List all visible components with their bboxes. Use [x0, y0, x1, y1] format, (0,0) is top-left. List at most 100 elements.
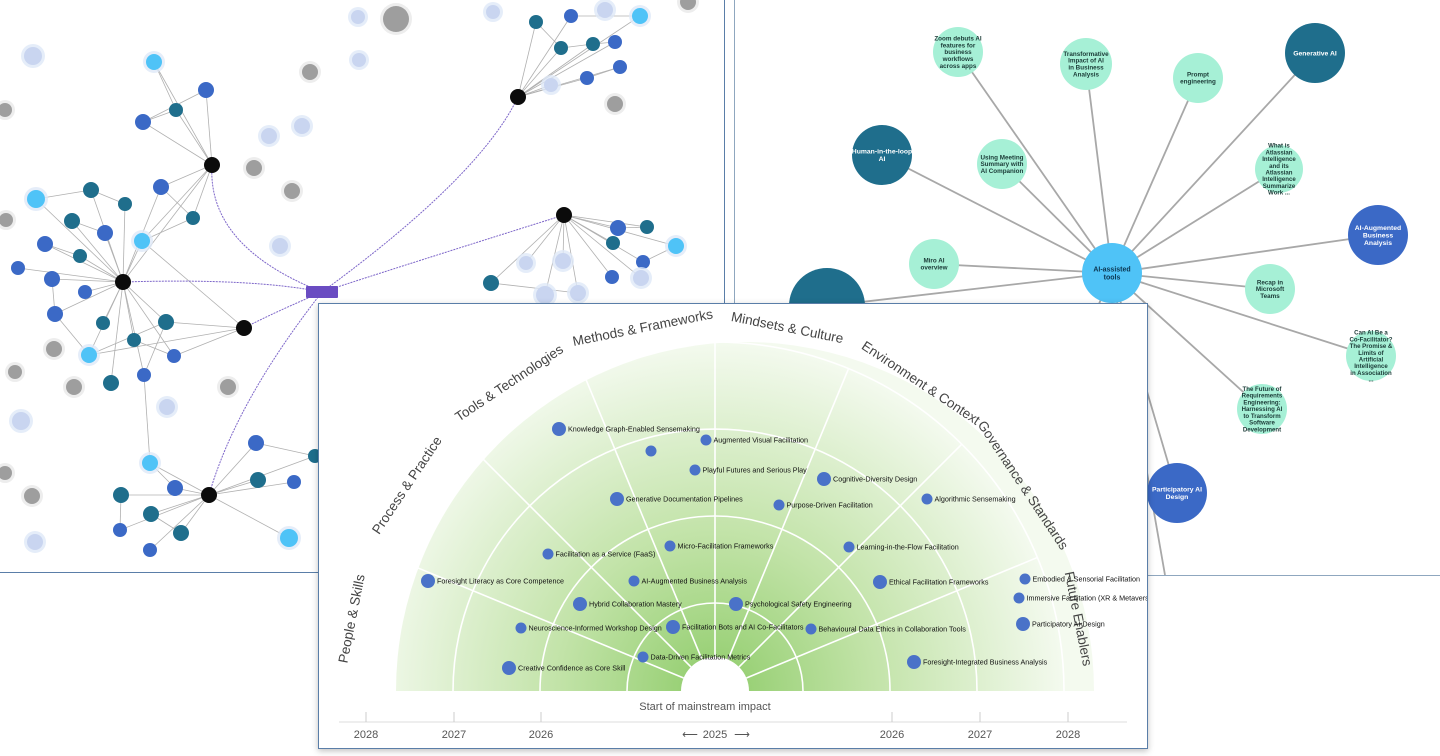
graph-node	[169, 103, 183, 117]
hub-edge	[1111, 272, 1372, 357]
radar-item[interactable]: Hybrid Collaboration Mastery	[573, 597, 682, 611]
graph-node	[544, 78, 558, 92]
hub-node-label-genai: Generative AI	[1293, 50, 1337, 57]
radar-year-label: 2027	[968, 729, 992, 741]
graph-node	[204, 157, 220, 173]
graph-edge	[563, 214, 642, 279]
radar-item-label: Foresight-Integrated Business Analysis	[923, 658, 1048, 667]
graph-edge	[51, 278, 124, 283]
graph-node	[137, 368, 151, 382]
radar-item[interactable]: Cognitive-Diversity Design	[817, 472, 917, 486]
radar-arrow-left: ⟵	[682, 729, 698, 741]
radar-item[interactable]: Facilitation Bots and AI Co-Facilitators	[666, 620, 804, 634]
radar-item[interactable]: Augmented Visual Facilitation	[700, 434, 809, 446]
graph-node	[383, 6, 409, 32]
graph-node	[0, 466, 12, 480]
graph-edge	[122, 281, 175, 357]
radar-item[interactable]: Data-Driven Facilitation Metrics	[637, 651, 751, 663]
graph-node	[97, 225, 113, 241]
graph-edge	[149, 494, 210, 551]
graph-node	[142, 455, 158, 471]
graph-node	[261, 128, 277, 144]
graph-node	[201, 487, 217, 503]
graph-node	[246, 160, 262, 176]
radar-item[interactable]: Foresight Literacy as Core Competence	[421, 574, 564, 588]
radar-item-dot	[515, 622, 527, 634]
hub-edge	[957, 51, 1113, 274]
network-graph-canvas[interactable]	[0, 0, 724, 572]
radar-item[interactable]: Immersive Facilitation (XR & Metaverse)	[1013, 592, 1148, 604]
radar-item[interactable]: Algorithmic Sensemaking	[921, 493, 1016, 505]
radar-item-dot	[1016, 617, 1030, 631]
hub-node-circle	[1348, 205, 1408, 265]
radar-year-label: 2026	[529, 729, 553, 741]
graph-edge-curve	[122, 280, 323, 293]
radar-item-label: Foresight Literacy as Core Competence	[437, 577, 564, 586]
graph-node	[668, 238, 684, 254]
graph-node	[294, 118, 310, 134]
radar-item[interactable]: Micro-Facilitation Frameworks	[664, 540, 774, 552]
radar-item[interactable]: Generative Documentation Pipelines	[610, 492, 743, 506]
radar-item[interactable]: Participatory AI Design	[1016, 617, 1105, 631]
radar-item[interactable]: Purpose-Driven Facilitation	[773, 499, 873, 511]
radar-item[interactable]: Facilitation as a Service (FaaS)	[542, 548, 656, 560]
radar-item[interactable]: Foresight-Integrated Business Analysis	[907, 655, 1048, 669]
graph-edge	[165, 321, 245, 329]
radar-item[interactable]: Ethical Facilitation Frameworks	[873, 575, 989, 589]
graph-edge	[563, 214, 648, 228]
radar-item-dot	[421, 574, 435, 588]
radar-sector-divider	[746, 556, 1038, 679]
graph-node	[113, 523, 127, 537]
graph-node	[64, 213, 80, 229]
hub-node-genai[interactable]: Generative AI	[1285, 23, 1345, 83]
radar-item[interactable]: Behavioural Data Ethics in Collaboration…	[805, 623, 967, 635]
radar-item[interactable]: Embodied & Sensorial Facilitation	[1019, 573, 1140, 585]
graph-node	[12, 412, 30, 430]
graph-edge	[122, 281, 167, 323]
radar-item[interactable]: Knowledge Graph-Enabled Sensemaking	[552, 422, 700, 436]
graph-node	[127, 333, 141, 347]
radar-year-label: 2027	[442, 729, 466, 741]
graph-edge	[173, 327, 245, 357]
radar-item[interactable]: Creative Confidence as Core Skill	[502, 661, 626, 675]
radar-item[interactable]: Psychological Safety Engineering	[729, 597, 852, 611]
radar-item[interactable]: Learning-in-the-Flow Facilitation	[843, 541, 959, 553]
radar-item-label: AI-Augmented Business Analysis	[642, 577, 748, 586]
radar-item[interactable]: Neuroscience-Informed Workshop Design	[515, 622, 662, 634]
graph-node	[302, 64, 318, 80]
radar-item[interactable]	[645, 445, 657, 457]
graph-edge	[255, 442, 316, 457]
graph-node	[605, 270, 619, 284]
graph-node	[486, 5, 500, 19]
radar-item-label: Creative Confidence as Core Skill	[518, 664, 626, 673]
graph-node	[83, 182, 99, 198]
radar-item-label: Learning-in-the-Flow Facilitation	[857, 543, 959, 552]
radar-item-label: Behavioural Data Ethics in Collaboration…	[819, 625, 967, 634]
graph-edge	[142, 121, 213, 166]
radar-item[interactable]: Playful Futures and Serious Play	[689, 464, 808, 476]
graph-edge	[525, 214, 565, 264]
radar-year-label: 2028	[354, 729, 378, 741]
graph-edge	[175, 109, 213, 166]
radar-item[interactable]: AI-Augmented Business Analysis	[628, 575, 748, 587]
